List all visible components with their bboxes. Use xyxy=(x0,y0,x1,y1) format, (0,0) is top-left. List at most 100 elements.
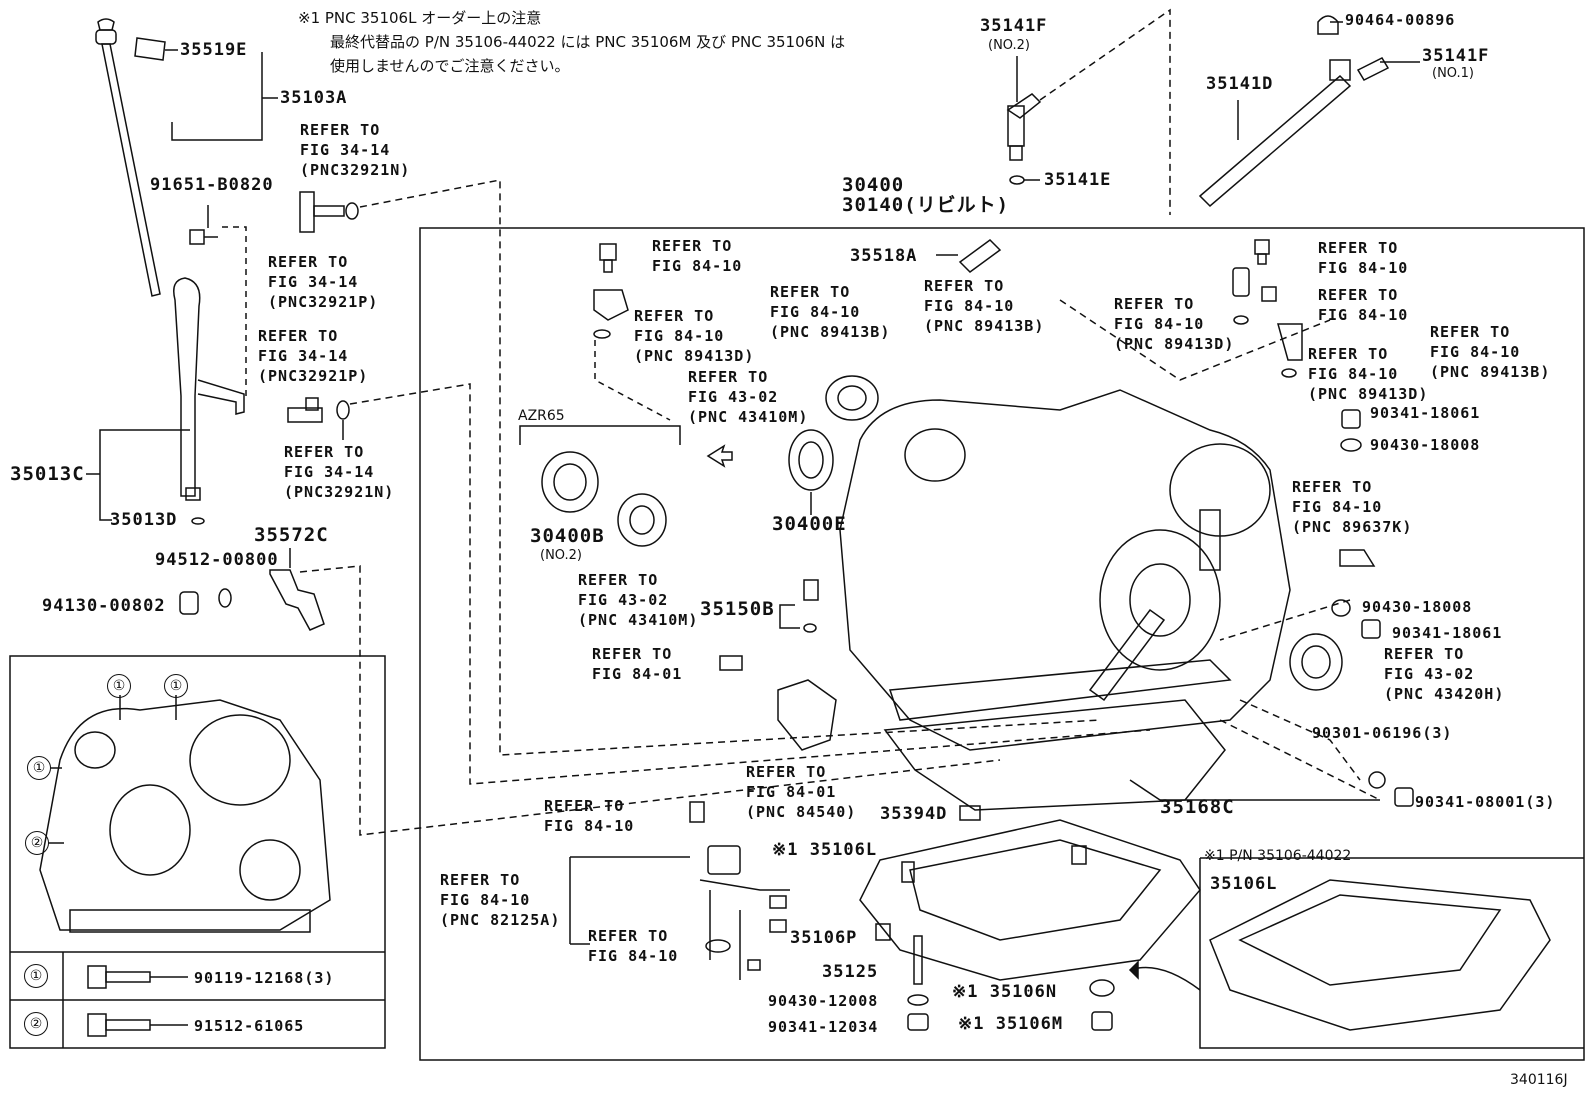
refer-34-14-32921P-a[interactable]: REFER TO FIG 34-14 (PNC32921P) xyxy=(268,253,379,311)
hose-union-upper xyxy=(299,191,359,233)
solenoid-harness xyxy=(689,801,790,980)
breather-tube-35141D xyxy=(1198,15,1352,208)
gasket-35106N xyxy=(1089,979,1115,997)
part-35141F-no1[interactable]: 35141F xyxy=(1422,46,1490,66)
part-35013C[interactable]: 35013C xyxy=(10,463,85,485)
part-30140[interactable]: 30140(リビルト) xyxy=(842,194,1010,216)
refer-43-02-43420H[interactable]: REFER TO FIG 43-02 (PNC 43420H) xyxy=(1384,645,1505,703)
bolt-91651 xyxy=(189,229,218,245)
table-row1-part[interactable]: 90119-12168(3) xyxy=(194,969,335,987)
plug-90341-18061a xyxy=(1341,409,1361,429)
part-90341-08001[interactable]: 90341-08001(3) xyxy=(1415,793,1556,811)
part-30400[interactable]: 30400 xyxy=(842,174,905,196)
refer-84-10-89413D-center[interactable]: REFER TO FIG 84-10 (PNC 89413D) xyxy=(1114,295,1235,353)
part-35572C[interactable]: 35572C xyxy=(254,524,329,546)
part-90430-18008-a[interactable]: 90430-18008 xyxy=(1370,436,1481,454)
refer-84-10-solenoid-top[interactable]: REFER TO FIG 84-10 xyxy=(544,797,635,835)
part-35141D[interactable]: 35141D xyxy=(1206,74,1274,94)
refer-43-02-43410M-upper[interactable]: REFER TO FIG 43-02 (PNC 43410M) xyxy=(688,368,809,426)
gasket-35168C xyxy=(883,699,1226,811)
no2-label: (NO.2) xyxy=(988,38,1030,53)
refer-84-10-89413B-right[interactable]: REFER TO FIG 84-10 (PNC 89413B) xyxy=(1430,323,1551,381)
no2-label-30400B: (NO.2) xyxy=(540,548,582,563)
part-35103A[interactable]: 35103A xyxy=(280,88,348,108)
part-35141E[interactable]: 35141E xyxy=(1044,170,1112,190)
part-35106M[interactable]: ※1 35106M xyxy=(958,1014,1064,1034)
part-90341-18061-b[interactable]: 90341-18061 xyxy=(1392,624,1503,642)
part-91651-B0820[interactable]: 91651-B0820 xyxy=(150,175,274,195)
hose-union-lower xyxy=(287,397,350,423)
bearing-30400B-small xyxy=(617,493,667,547)
part-90464-00896[interactable]: 90464-00896 xyxy=(1345,11,1456,29)
part-35106N[interactable]: ※1 35106N xyxy=(952,982,1058,1002)
refer-84-01-84540[interactable]: REFER TO FIG 84-01 (PNC 84540) xyxy=(746,763,857,821)
oil-pan-35106L-alt xyxy=(1209,879,1551,1031)
part-35106L-main[interactable]: ※1 35106L xyxy=(772,840,878,860)
refer-84-10-right-a[interactable]: REFER TO FIG 84-10 xyxy=(1318,239,1409,277)
sensor-35150B xyxy=(803,579,819,633)
refer-84-10-bolt-left[interactable]: REFER TO FIG 84-10 xyxy=(652,237,743,275)
refer-84-01-bolt[interactable]: REFER TO FIG 84-01 xyxy=(592,645,683,683)
inset-transmission xyxy=(39,699,331,933)
part-35518A[interactable]: 35518A xyxy=(850,246,918,266)
plug-35106M xyxy=(1091,1011,1113,1031)
table-bolt-2 xyxy=(87,1013,151,1037)
direction-arrow xyxy=(706,444,733,468)
part-90341-12034[interactable]: 90341-12034 xyxy=(768,1018,879,1036)
inset-marker-1c: ① xyxy=(27,756,51,780)
transmission-case xyxy=(839,389,1291,751)
table-row2-number: ② xyxy=(24,1012,48,1036)
part-35125[interactable]: 35125 xyxy=(822,962,879,982)
oil-pan-35106L xyxy=(859,819,1201,981)
part-35150B[interactable]: 35150B xyxy=(700,598,775,620)
part-90430-18008-b[interactable]: 90430-18008 xyxy=(1362,598,1473,616)
plug-35106P xyxy=(875,923,891,941)
refer-84-10-82125A[interactable]: REFER TO FIG 84-10 (PNC 82125A) xyxy=(440,871,561,929)
part-90341-18061-a[interactable]: 90341-18061 xyxy=(1370,404,1481,422)
case-flange xyxy=(888,659,1232,721)
part-30400E[interactable]: 30400E xyxy=(772,513,847,535)
part-35013D[interactable]: 35013D xyxy=(110,510,178,530)
table-row2-part[interactable]: 91512-61065 xyxy=(194,1017,305,1035)
order-note-line3: 使用しませんのでご注意ください。 xyxy=(330,57,570,75)
refer-84-10-89413D-right[interactable]: REFER TO FIG 84-10 (PNC 89413D) xyxy=(1308,345,1429,403)
part-35519E[interactable]: 35519E xyxy=(180,40,248,60)
part-94130-00802[interactable]: 94130-00802 xyxy=(42,596,166,616)
figure-id: 340116J xyxy=(1510,1072,1568,1088)
sensor-89637K xyxy=(1339,549,1376,567)
part-35106P[interactable]: 35106P xyxy=(790,928,858,948)
inset-box xyxy=(9,655,386,1049)
part-90301-06196[interactable]: 90301-06196(3) xyxy=(1312,724,1453,742)
part-30400B[interactable]: 30400B xyxy=(530,525,605,547)
refer-34-14-32921P-b[interactable]: REFER TO FIG 34-14 (PNC32921P) xyxy=(258,327,369,385)
refer-84-10-solenoid-bottom[interactable]: REFER TO FIG 84-10 xyxy=(588,927,679,965)
plug-90341-08001 xyxy=(1394,787,1414,807)
refer-84-10-89413D-left[interactable]: REFER TO FIG 84-10 (PNC 89413D) xyxy=(634,307,755,365)
plug-90341-12034 xyxy=(907,1013,929,1031)
label-tag-35518A xyxy=(958,239,1002,273)
strainer-bolt-35125 xyxy=(913,935,923,985)
part-35394D[interactable]: 35394D xyxy=(880,804,948,824)
refer-84-10-89413B-center[interactable]: REFER TO FIG 84-10 (PNC 89413B) xyxy=(924,277,1045,335)
refer-34-14-32921N-bottom[interactable]: REFER TO FIG 34-14 (PNC32921N) xyxy=(284,443,395,501)
order-note-line2: 最終代替品の P/N 35106-44022 には PNC 35106M 及び … xyxy=(330,33,846,51)
part-90430-12008[interactable]: 90430-12008 xyxy=(768,992,879,1010)
assembly-boundary-box xyxy=(419,227,1585,1061)
refer-84-10-89413B-left[interactable]: REFER TO FIG 84-10 (PNC 89413B) xyxy=(770,283,891,341)
refer-84-10-89637K[interactable]: REFER TO FIG 84-10 (PNC 89637K) xyxy=(1292,478,1413,536)
refer-34-14-32921N-top[interactable]: REFER TO FIG 34-14 (PNC32921N) xyxy=(300,121,411,179)
refer-84-10-right-b[interactable]: REFER TO FIG 84-10 xyxy=(1318,286,1409,324)
neutral-switch-84540 xyxy=(777,679,837,751)
refer-43-02-43410M-lower[interactable]: REFER TO FIG 43-02 (PNC 43410M) xyxy=(578,571,699,629)
part-35106L-alt[interactable]: 35106L xyxy=(1210,874,1278,894)
breather-elbow-no2 xyxy=(1006,93,1042,161)
bearing-30400B-large xyxy=(541,451,599,513)
part-35168C[interactable]: 35168C xyxy=(1160,796,1235,818)
part-94512-00800[interactable]: 94512-00800 xyxy=(155,550,279,570)
azr65-label: AZR65 xyxy=(518,408,565,424)
inset-marker-1a: ① xyxy=(107,674,131,698)
no1-label: (NO.1) xyxy=(1432,66,1474,81)
part-35141F-no2[interactable]: 35141F xyxy=(980,16,1048,36)
washer-90430-12008 xyxy=(907,994,929,1006)
